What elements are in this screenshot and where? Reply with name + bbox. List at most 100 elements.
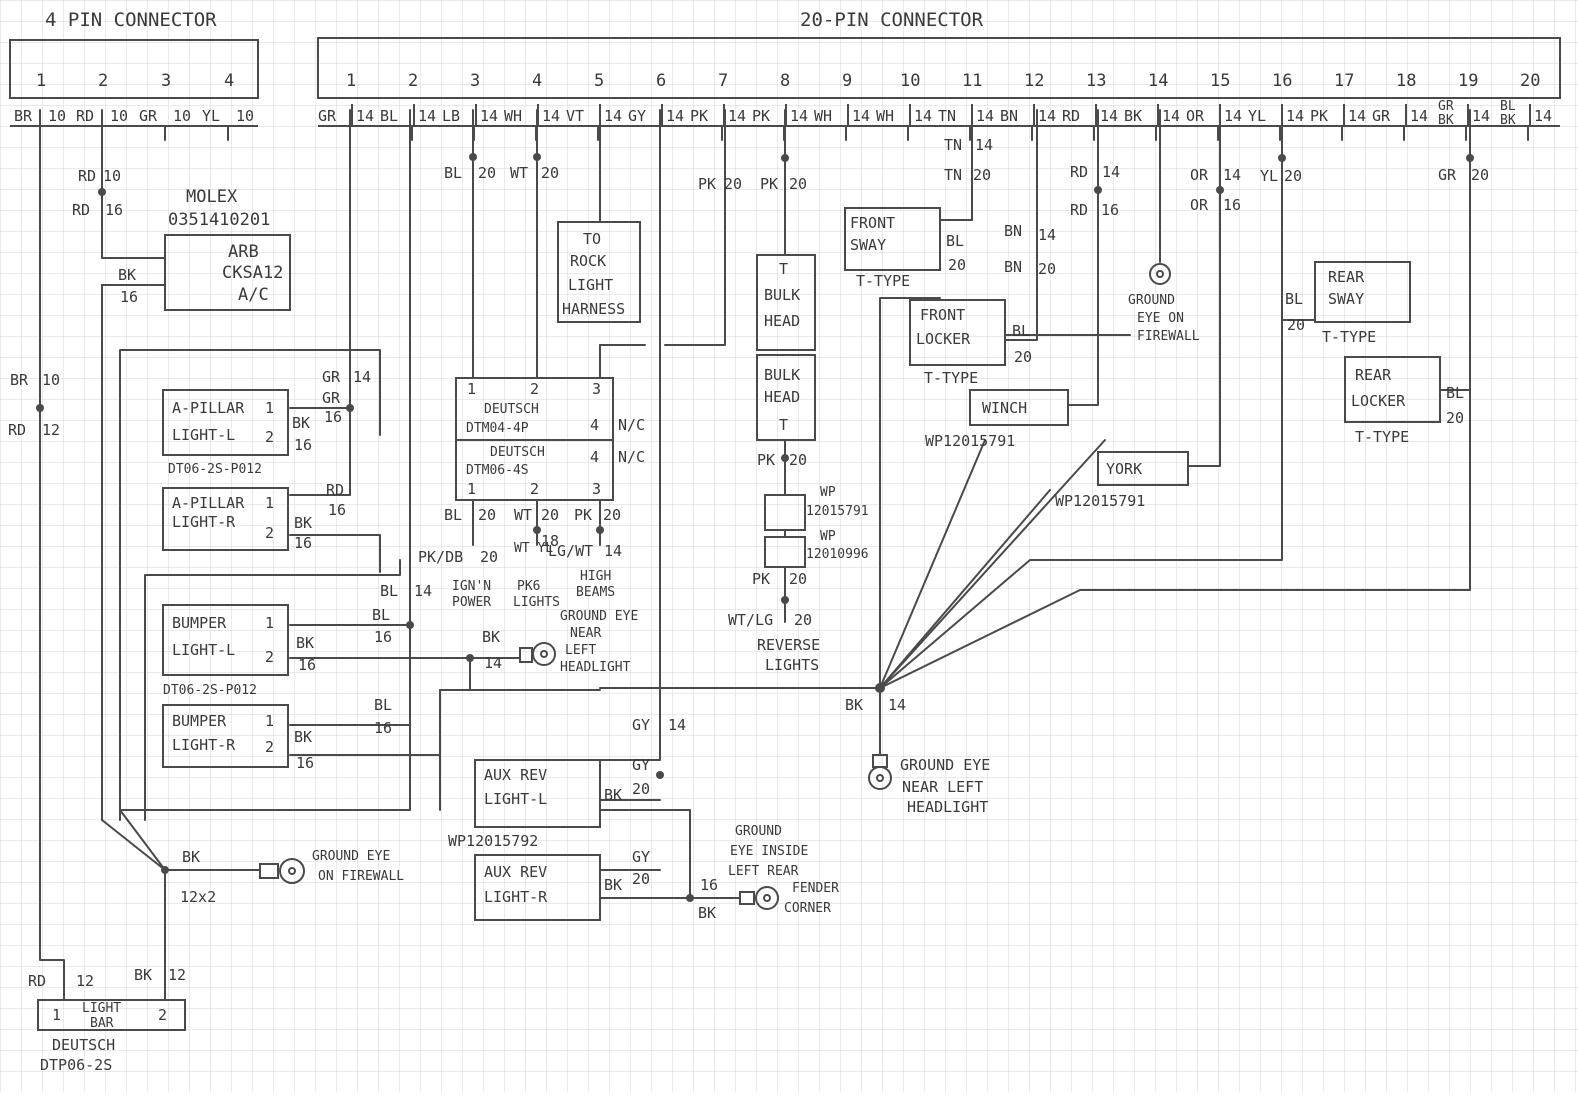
wire-color: GR [322,368,341,386]
york-label: YORK [1106,460,1142,478]
dtm04-model: DTM04-4P [466,421,529,436]
front-locker-2: LOCKER [916,330,971,348]
pin-label: 2 [530,380,539,398]
bumper-l-sub: LIGHT-L [172,641,235,659]
pin-number: 9 [842,71,852,91]
wire-color: BK [845,696,863,714]
wire-color: PK [698,175,716,193]
dt06-label-1: DT06-2S-P012 [168,462,262,477]
wire-gauge: 14 [1162,107,1180,125]
pin-number: 2 [408,71,418,91]
ttype-2: T-TYPE [924,369,978,387]
wire-color: BK [604,786,622,804]
rear-sway-box [1314,261,1411,323]
dtm06-title: DEUTSCH [490,445,545,460]
pin-number: 3 [470,71,480,91]
wire-color: TN [938,107,956,125]
wire-gauge: 14 [668,716,686,734]
wire-color: RD [326,481,344,499]
wire-gauge: 14 [888,696,906,714]
wire-gauge: 14 [604,542,622,560]
wire-color: TN [944,136,962,154]
aux-r-1: AUX REV [484,863,547,881]
wire-color: RD [1070,163,1088,181]
wire-color: BK [698,904,716,922]
ge-hl2-a: GROUND EYE [900,756,990,774]
wire-gauge: 16 [294,436,312,454]
wire-color: YL [1260,167,1278,185]
wire-gauge: 20 [789,451,807,469]
aux-r-2: LIGHT-R [484,888,548,906]
wire-color: BK [482,628,500,646]
wire-color: BK [1500,113,1516,128]
molex-label: MOLEX [186,187,238,207]
hb-1: HIGH [580,569,611,584]
wp-plug-2 [764,536,806,568]
wire-gauge: 10 [103,167,121,185]
bulk-head-2-box [756,354,816,441]
wire-color: GR [1438,99,1454,114]
ge-fw2-b: ON FIREWALL [318,869,404,884]
wire-gauge: 20 [480,548,498,566]
pin-label: 1 [265,614,274,632]
bulk-1-bulk: BULK [764,286,800,304]
wp2-b: 12010996 [806,547,869,562]
pin-number: 12 [1024,71,1044,91]
wire-gauge: 14 [790,107,808,125]
wire-gauge: 14 [353,368,371,386]
pin-number: 4 [224,71,234,91]
ge-fender-d: FENDER [792,881,839,896]
a-pillar-r-title: A-PILLAR [172,494,245,512]
rear-locker-1: REAR [1355,366,1392,384]
pk6-1: PK6 [517,579,540,594]
wire-gauge: 14 [976,107,994,125]
wp4-label: WP12015791 [1055,492,1145,510]
wire-color: YL [1248,107,1266,125]
rear-sway-2: SWAY [1328,290,1364,308]
wire-color: BK [604,876,622,894]
nc-label-2: N/C [618,448,645,466]
wire-color: PK [752,570,770,588]
wire-gauge: 16 [120,288,138,306]
dtm06-model: DTM06-4S [466,463,529,478]
bulk-head-1-box [756,254,816,351]
dt06-label-2: DT06-2S-P012 [163,683,257,698]
pin-number: 14 [1148,71,1168,91]
wire-gauge: 20 [1287,316,1305,334]
wire-color: RD [72,201,90,219]
wire-gauge: 14 [1224,107,1242,125]
wire-color: BN [1000,107,1018,125]
wire-color: BL [372,606,390,624]
wire-gauge: 20 [478,506,496,524]
wire-color: PK [574,506,592,524]
wire-gauge: 20 [794,611,812,629]
light-bar-box [37,999,186,1031]
wp3-label: WP12015791 [925,432,1015,450]
wire-gauge: 14 [1410,107,1428,125]
dtp06-label: DTP06-2S [40,1056,112,1074]
rock-light-harness-box [557,221,641,323]
wire-color: BN [1004,222,1022,240]
ground-eye-icon [1149,254,1171,285]
bumper-light-r-box [162,704,289,768]
york-box [1097,451,1189,486]
wire-gauge: 20 [1471,166,1489,184]
bumper-l-title: BUMPER [172,614,227,632]
wire-gauge: 14 [975,136,993,154]
aux-rev-light-l-box [474,759,601,828]
wire-color: WH [504,107,522,125]
wire-gauge: 14 [852,107,870,125]
front-sway-1: FRONT [850,214,895,232]
wire-gauge: 14 [1348,107,1366,125]
ge-hl1-a: GROUND EYE [560,609,638,624]
wire-gauge: 16 [1223,196,1241,214]
wire-color: RD [76,107,94,125]
pin-label: 2 [265,524,274,542]
a-pillar-r-sub: LIGHT-R [172,513,236,531]
pin-number: 18 [1396,71,1416,91]
wire-gauge: 18 [541,532,559,550]
wire-gauge: 20 [1038,260,1056,278]
